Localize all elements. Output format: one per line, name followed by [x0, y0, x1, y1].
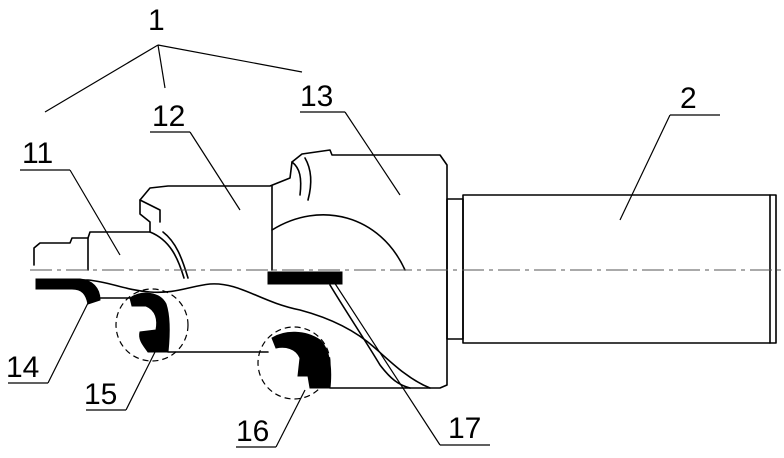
label-11: 11	[22, 137, 53, 170]
label-12: 12	[152, 100, 185, 133]
label-15: 15	[84, 378, 117, 411]
blade-inserts	[36, 272, 342, 388]
label-13: 13	[300, 80, 333, 113]
blade-15-shape	[130, 293, 169, 352]
shank-body	[447, 195, 776, 343]
label-1: 1	[148, 4, 165, 37]
label-14: 14	[6, 351, 39, 384]
blade-17-shape	[268, 272, 342, 284]
blade-14-shape	[36, 279, 100, 304]
label-16: 16	[236, 415, 269, 448]
label-17: 17	[448, 412, 481, 445]
flute-arc	[272, 215, 405, 270]
step-boundaries	[88, 158, 311, 278]
label-2: 2	[680, 82, 697, 115]
